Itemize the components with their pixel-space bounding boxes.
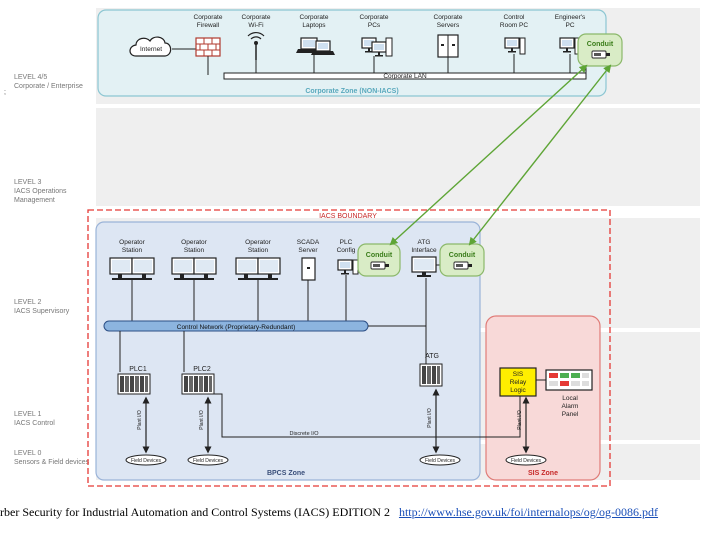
svg-text:Field Devices: Field Devices — [425, 458, 456, 464]
local-alarm-panel-icon — [545, 369, 593, 391]
scada-server-icon — [301, 257, 316, 281]
atg-plant-io-label: Plant I/O — [427, 408, 433, 428]
field-devices-plc2: Field Devices — [187, 454, 229, 466]
internet-cloud-icon: Internet — [129, 36, 172, 57]
plc-config-conduit: Conduit — [357, 243, 401, 277]
field-devices-atg: Field Devices — [419, 454, 461, 466]
level-label-3: LEVEL 3 IACS Operations Management — [14, 179, 68, 204]
plc1-label: PLC1 — [129, 366, 147, 373]
atg-label: ATG — [425, 353, 439, 360]
corporate-zone-label: Corporate Zone (NON-IACS) — [305, 88, 398, 95]
field-devices-sis: Field Devices — [505, 454, 547, 466]
corporate-zone — [97, 9, 607, 97]
sis-relay-logic-box — [499, 367, 537, 397]
plc2-plant-io-label: Plant I/O — [199, 410, 205, 430]
control-room-pc-icon — [504, 37, 526, 55]
plc1-rack-icon — [117, 373, 151, 395]
bpcs-zone — [95, 221, 481, 481]
iacs-boundary-label: IACS BOUNDARY — [319, 213, 377, 220]
level-band-3 — [96, 108, 700, 206]
control-network-label: Control Network (Proprietary-Redundant) — [177, 324, 296, 331]
conduit-link-atg — [468, 64, 612, 246]
field-devices-plc1: Field Devices — [125, 454, 167, 466]
stray-mark: ; — [4, 89, 6, 96]
iacs-boundary — [87, 209, 611, 487]
svg-text:Field Devices: Field Devices — [511, 458, 542, 464]
sis-zone — [485, 315, 601, 481]
discrete-io-label: Discrete I/O — [289, 431, 319, 437]
plc2-label: PLC2 — [193, 366, 211, 373]
engineer-pc-icon — [559, 37, 581, 55]
svg-text:Field Devices: Field Devices — [193, 458, 224, 464]
conduit-label: Conduit — [366, 252, 393, 259]
sis-zone-label: SIS Zone — [528, 470, 558, 477]
atg-conduit: Conduit — [439, 243, 485, 277]
level-label-0: LEVEL 0 Sensors & Field devices — [14, 450, 90, 466]
servers-icon — [437, 34, 459, 58]
bpcs-zone-label: BPCS Zone — [267, 470, 305, 477]
svg-text:Field Devices: Field Devices — [131, 458, 162, 464]
discrete-io-link — [214, 393, 521, 438]
wifi-antenna-icon — [247, 32, 265, 60]
atg-interface-icon — [411, 256, 437, 277]
level-label-2: LEVEL 2 IACS Supervisory — [14, 299, 70, 315]
level-label-4-5: LEVEL 4/5 Corporate / Enterprise — [14, 74, 83, 90]
sis-plant-io-label: Plant I/O — [517, 410, 523, 430]
conduit-label: Conduit — [587, 41, 614, 48]
internet-label: Internet — [140, 46, 162, 53]
source-caption: rber Security for Industrial Automation … — [0, 505, 712, 525]
firewall-icon — [195, 37, 221, 57]
corporate-conduit: Conduit — [577, 33, 623, 67]
source-link[interactable]: http://www.hse.gov.uk/foi/internalops/og… — [398, 505, 659, 519]
laptops-icon — [296, 37, 335, 55]
level-label-1: LEVEL 1 IACS Control — [14, 411, 55, 427]
corporate-lan-label: Corporate LAN — [383, 73, 427, 80]
caption-text: rber Security for Industrial Automation … — [0, 505, 390, 519]
plc1-plant-io-label: Plant I/O — [137, 410, 143, 430]
conduit-label: Conduit — [449, 252, 476, 259]
plc2-rack-icon — [181, 373, 215, 395]
pcs-icon — [361, 37, 393, 58]
atg-rack-icon — [419, 363, 443, 387]
